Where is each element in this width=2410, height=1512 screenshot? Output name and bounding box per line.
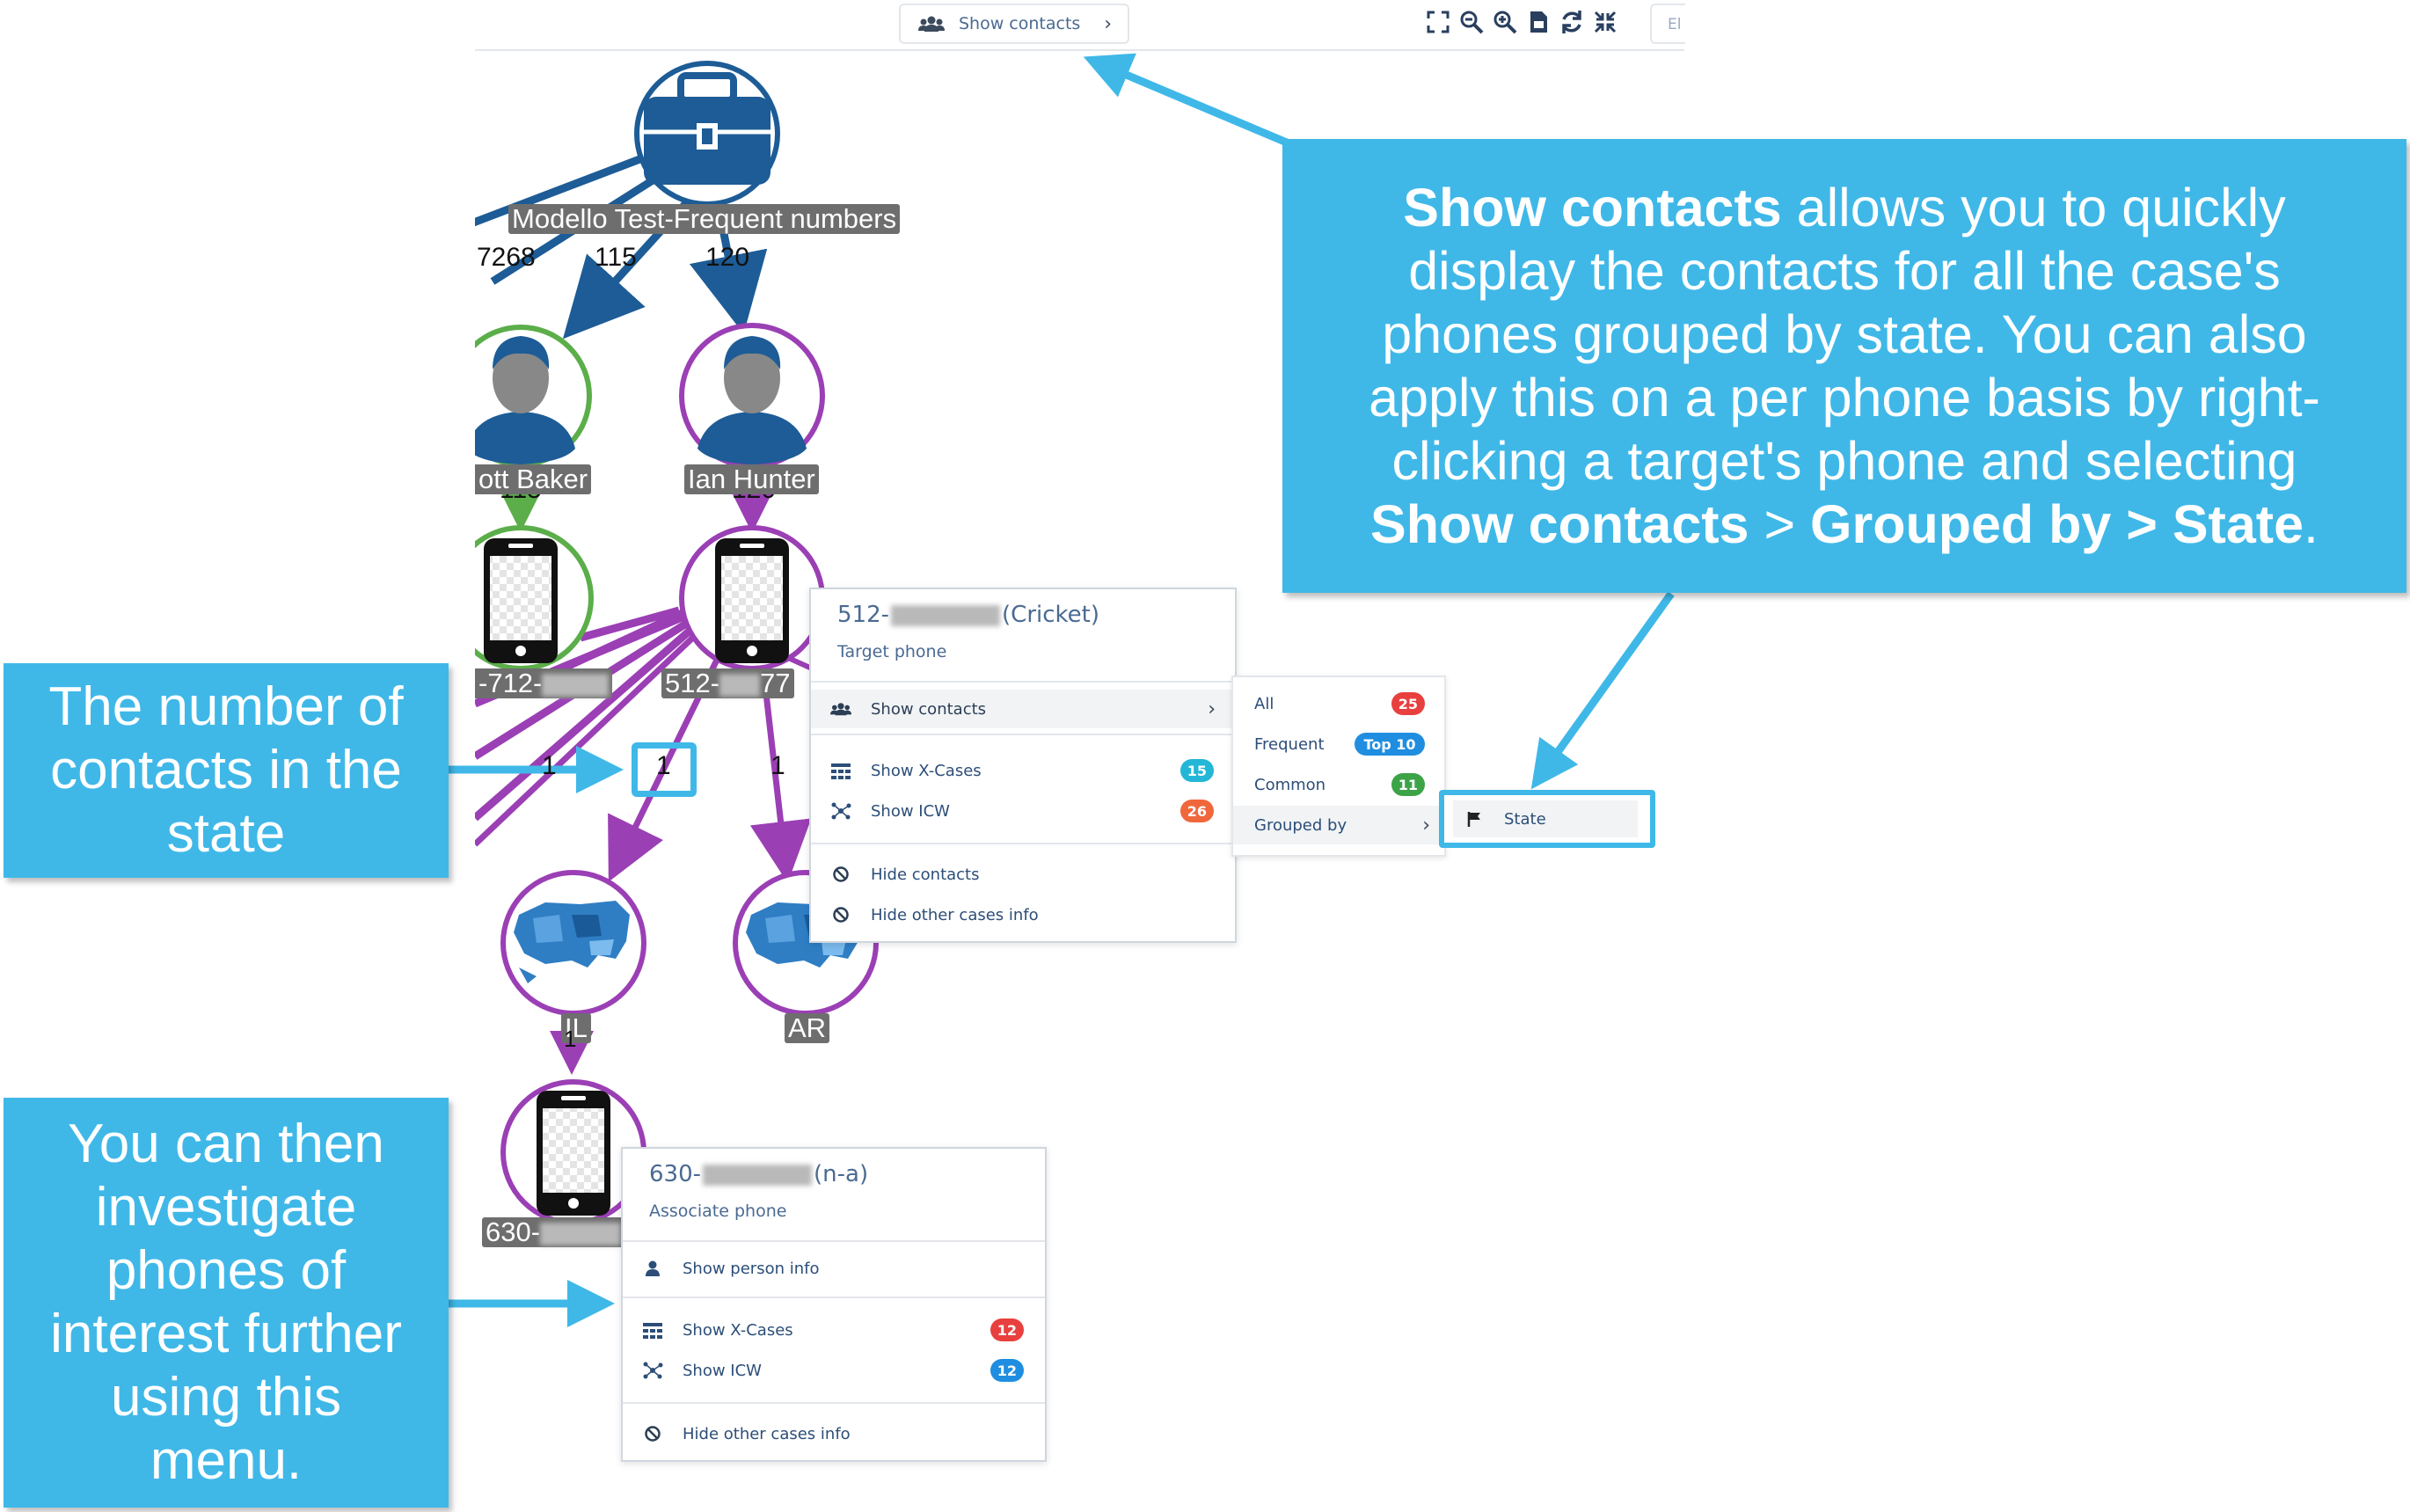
ban-icon [833, 907, 849, 923]
menu-item-hide-contacts[interactable]: Hide contacts [811, 855, 1235, 894]
submenu-item-state[interactable]: State [1453, 800, 1638, 837]
callout-show-contacts: Show contacts allows you to quickly disp… [1282, 139, 2406, 593]
phone-node-right[interactable] [679, 525, 825, 671]
toolbar-divider [475, 49, 1684, 51]
zoom-in-icon[interactable] [1492, 9, 1518, 35]
redacted-number [542, 673, 610, 697]
menu-item-hide-other-cases[interactable]: Hide other cases info [623, 1414, 1045, 1453]
icw-network-icon [643, 1362, 663, 1379]
person-node-right[interactable] [679, 323, 825, 469]
icw-network-icon [831, 802, 851, 820]
chevron-right-icon: › [1422, 814, 1430, 836]
menu-item-show-xcases[interactable]: Show X-Cases 12 [623, 1311, 1045, 1349]
show-contacts-label: Show contacts [959, 14, 1081, 33]
ban-icon [833, 866, 849, 882]
phone-state-edges [475, 606, 892, 1075]
case-node-label: Modello Test-Frequent numbers [508, 204, 901, 234]
xcases-count-badge: 15 [1179, 759, 1214, 782]
contacts-icon [830, 703, 851, 716]
menu-item-hide-other-cases[interactable]: Hide other cases info [811, 895, 1235, 934]
menu-item-show-person-info[interactable]: Show person info [623, 1249, 1045, 1288]
edge-count-label: 115 [595, 243, 637, 272]
case-node[interactable] [634, 61, 780, 207]
submenu-item-common[interactable]: Common 11 [1233, 765, 1444, 804]
menu-phone-type: Target phone [837, 642, 947, 661]
phone-left-label: -712- [475, 668, 613, 698]
callout-arrows [449, 53, 1675, 1327]
chevron-right-icon: › [1104, 12, 1112, 35]
menu-phone-number: 630-(n-a) [649, 1161, 869, 1187]
state-edge-count: 1 [542, 751, 557, 780]
menu-item-show-icw[interactable]: Show ICW 12 [623, 1351, 1045, 1390]
show-contacts-submenu: All 25 Frequent Top 10 Common 11 Grouped… [1231, 676, 1446, 857]
menu-item-show-icw[interactable]: Show ICW 26 [811, 792, 1235, 830]
submenu-item-all[interactable]: All 25 [1233, 684, 1444, 723]
contact-count-highlight [632, 742, 697, 797]
person-right-label: Ian Hunter [684, 464, 819, 494]
state-edge-count: 1 [770, 751, 785, 780]
person-node-left[interactable] [452, 325, 592, 467]
redacted-number [719, 673, 761, 697]
state-il-label: IL [561, 1013, 591, 1043]
menu-item-show-xcases[interactable]: Show X-Cases 15 [811, 751, 1235, 790]
person-icon [646, 1260, 660, 1276]
collapse-icon[interactable] [1592, 9, 1618, 35]
fullscreen-icon[interactable] [1425, 9, 1451, 35]
xcases-icon [643, 1323, 662, 1339]
ban-icon [645, 1426, 661, 1442]
icw-count-badge: 26 [1179, 800, 1214, 822]
phone-node-bottom[interactable] [500, 1079, 646, 1225]
state-edge-count: 1 [656, 751, 671, 780]
xcases-count-badge: 12 [990, 1318, 1024, 1341]
state-item-highlight [1439, 790, 1655, 848]
grouped-by-submenu: State [1442, 793, 1652, 844]
edge-count-label: 1 [564, 1026, 577, 1052]
phone-right-label: 512-77 [661, 668, 794, 698]
associate-phone-context-menu: 630-(n-a) Associate phone Show person in… [621, 1147, 1047, 1462]
redacted-number [540, 1222, 622, 1245]
contacts-icon [918, 16, 945, 32]
chevron-right-icon: › [1208, 698, 1216, 720]
person-left-label: ott Baker [475, 464, 592, 494]
search-input[interactable]: El [1650, 4, 1685, 44]
phone-node-left[interactable] [450, 525, 594, 671]
target-phone-context-menu: 512-(Cricket) Target phone Show contacts… [809, 588, 1237, 943]
icw-count-badge: 12 [990, 1359, 1024, 1382]
menu-item-show-contacts[interactable]: Show contacts › [811, 690, 1235, 728]
edge-count-label: 120 [705, 243, 750, 272]
phone-bottom-label: 630- [482, 1217, 625, 1247]
export-icon[interactable] [1525, 9, 1552, 35]
common-count-badge: 11 [1391, 773, 1425, 796]
refresh-icon[interactable] [1559, 9, 1585, 35]
submenu-item-frequent[interactable]: Frequent Top 10 [1233, 725, 1444, 763]
state-ar-label: AR [785, 1013, 830, 1043]
callout-contact-count: The number of contacts in the state [4, 663, 449, 878]
top10-badge: Top 10 [1355, 733, 1425, 756]
flag-icon [1467, 812, 1480, 827]
menu-phone-number: 512-(Cricket) [837, 602, 1099, 628]
edge-count-label: 7268 [477, 243, 536, 272]
state-node-il[interactable] [500, 870, 646, 1016]
show-contacts-button[interactable]: Show contacts › [899, 4, 1129, 44]
redacted-number [703, 1164, 813, 1186]
zoom-out-icon[interactable] [1458, 9, 1485, 35]
xcases-icon [831, 763, 851, 779]
redacted-number [891, 604, 1001, 626]
all-count-badge: 25 [1391, 692, 1425, 715]
menu-phone-type: Associate phone [649, 1202, 787, 1221]
submenu-item-grouped-by[interactable]: Grouped by › [1233, 806, 1444, 844]
callout-investigate: You can then investigate phones of inter… [4, 1098, 449, 1508]
